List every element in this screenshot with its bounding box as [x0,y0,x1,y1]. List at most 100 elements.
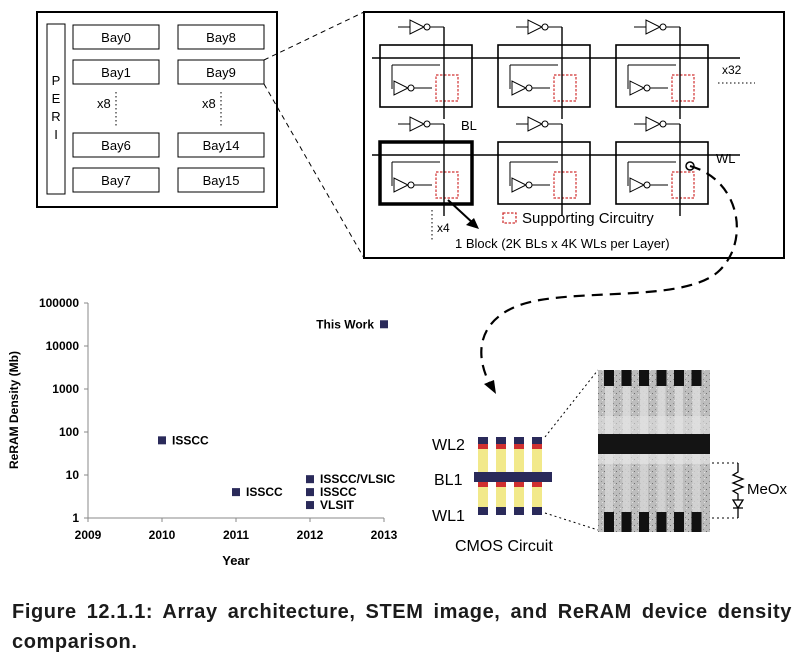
buffer-bubble [525,84,533,92]
stem-pillar [657,454,666,512]
pillar-upper [496,449,506,472]
meox-layer [514,482,524,487]
data-point [306,475,314,484]
memory-block [378,140,474,206]
x-tick-label: 2012 [297,528,324,542]
data-point-label: ISSCC/VLSIC [320,472,396,486]
stem-bottom-contact [691,512,702,532]
bay-label: Bay15 [203,173,240,188]
inverter-bubble [423,120,431,128]
bay-label: Bay6 [101,138,131,153]
legend-label: Supporting Circuitry [522,210,654,227]
stem-top-contact [691,370,702,386]
bay-label: Bay8 [206,30,236,45]
zoom-line [544,369,599,438]
pillar-lower [478,487,488,507]
zoom-line [544,512,599,531]
meox-layer [496,444,506,449]
meox-layer [478,482,488,487]
stem-image [598,370,710,532]
stem-pillar [692,386,701,434]
y-tick-label: 100000 [39,296,79,310]
buffer-symbol [393,177,410,193]
wl2-contact [514,437,524,444]
stem-top-contact [674,370,684,386]
stem-pillar [675,454,683,512]
bay-box [177,59,265,85]
bay-box [177,167,265,193]
bay-box [177,132,265,158]
stem-top-contact [604,370,614,386]
block-grid [372,19,740,216]
stem-pillar [605,454,613,512]
peri-letter: P [52,73,61,88]
figure-canvas: P E R I Bay0 Bay1 x8 Bay6 Bay7 Bay8 Bay9… [7,11,788,568]
inverter-bubble [659,120,667,128]
data-point-label: VLSIT [320,498,355,512]
bay-box [72,59,160,85]
memory-block [497,44,591,108]
connector-arrowhead [484,380,496,394]
bay-label: Bay9 [206,65,236,80]
meox-layer [478,444,488,449]
legend-swatch [502,212,517,224]
pillar-lower [532,487,542,507]
y-axis-title: ReRAM Density (Mb) [7,351,21,469]
peri-letter: R [51,109,60,124]
y-tick-label: 10 [66,468,80,482]
x-tick-label: 2010 [149,528,176,542]
buffer-symbol [629,80,646,96]
meox-layer [532,482,542,487]
stem-top-contact [639,370,649,386]
bay-box [177,24,265,50]
buffer-bubble [643,181,651,189]
peri-block [46,23,66,195]
stem-pillar [640,386,648,434]
y-tick-label: 1000 [52,382,79,396]
x32-label: x32 [722,63,742,77]
block-pointer-arrow [447,199,475,225]
data-point-label: This Work [316,317,374,331]
peri-letter: E [52,91,61,106]
bay-box [72,24,160,50]
bay-repeat-label: x8 [97,96,111,111]
memory-block [615,44,709,108]
wl1-contact [496,507,506,515]
pillar-upper [514,449,524,472]
bay-repeat-label: x8 [202,96,216,111]
figure-caption: Figure 12.1.1: Array architecture, STEM … [12,601,792,653]
cross-section-diagram: WL2 BL1 WL1 CMOS Circuit MeOx [432,369,788,555]
bl1-label: BL1 [434,472,463,489]
block-caption: 1 Block (2K BLs x 4K WLs per Layer) [455,236,670,251]
buffer-symbol [511,177,528,193]
stem-pillar [657,386,666,434]
y-tick-label: 100 [59,425,79,439]
x-tick-label: 2013 [371,528,398,542]
block-pointer-arrowhead [466,218,479,229]
inverter-bubble [541,23,549,31]
buffer-symbol [511,80,528,96]
bl1-line [474,472,552,482]
meox-layer [496,482,506,487]
y-tick-label: 10000 [46,339,80,353]
data-point [306,488,314,497]
data-point [158,436,166,445]
pillar-lower [514,487,524,507]
x4-label: x4 [437,221,450,235]
meox-label: MeOx [747,481,788,498]
stem-bottom-contact [604,512,614,532]
x-tick-label: 2009 [75,528,102,542]
meox-layer [532,444,542,449]
bank-diagram: P E R I Bay0 Bay1 x8 Bay6 Bay7 Bay8 Bay9… [36,11,278,208]
wl2-label: WL2 [432,437,465,454]
stem-top-contact [621,370,632,386]
data-point [306,501,314,510]
pillar-upper [478,449,488,472]
stem-bottom-contact [639,512,649,532]
bay-label: Bay0 [101,30,131,45]
stem-bottom-contact [621,512,632,532]
buffer-symbol [629,177,646,193]
stem-pillar [675,386,683,434]
